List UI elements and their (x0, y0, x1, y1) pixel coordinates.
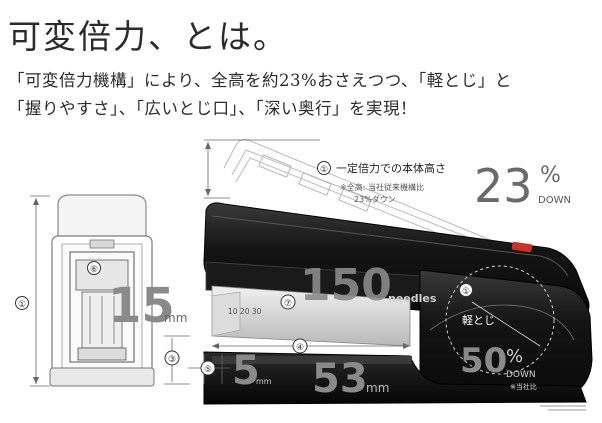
stat-50: 50 (460, 341, 507, 381)
dim-53-unit: mm (366, 381, 389, 395)
callout-side-height: ① (18, 300, 26, 310)
callout-3: ③ (168, 355, 176, 365)
callout-1: ① (320, 165, 328, 175)
stat-50-note: ※当社比 (510, 382, 537, 391)
dim-53: 53 (312, 356, 368, 402)
page-title: 可変倍力、とは。 (8, 17, 288, 56)
stat-23: 23 (474, 159, 533, 213)
callout-5: ⑤ (204, 365, 212, 375)
subtitle-line-1: 「可変倍力機構」により、全高を約23%おさえつつ、「軽とじ」と (8, 71, 512, 90)
callout-1-note: ※全高: 当社従来機構比 (340, 182, 424, 192)
stat-50-percent: % (506, 346, 523, 367)
dim-150: 150 (300, 260, 392, 311)
dim-15: 15 (108, 278, 175, 334)
callout-light-label: 軽とじ (462, 314, 495, 327)
dim-150-unit: needles (388, 292, 437, 305)
ruler-scale: 10 20 30 (228, 307, 262, 316)
callout-1-label: 一定倍力での本体高さ (336, 161, 446, 175)
callout-7: ⑦ (284, 299, 292, 309)
callout-light: ① (462, 287, 470, 297)
side-view-stapler: 10 20 30 (203, 202, 593, 411)
front-view (30, 194, 155, 387)
subtitle-line-2: 「握りやすさ」、「広いとじ口」、「深い奥行」を実現！ (8, 99, 417, 118)
callout-1-note-2: 23%ダウン (354, 194, 396, 204)
dim-5: 5 (232, 348, 260, 394)
stat-23-percent: % (540, 163, 561, 188)
stat-23-down: DOWN (538, 195, 571, 206)
dim-15-unit: mm (164, 311, 187, 325)
callout-6: ⑥ (90, 265, 98, 275)
callout-4: ④ (296, 343, 304, 353)
stat-50-down: DOWN (506, 370, 536, 380)
dim-5-unit: mm (256, 377, 272, 386)
